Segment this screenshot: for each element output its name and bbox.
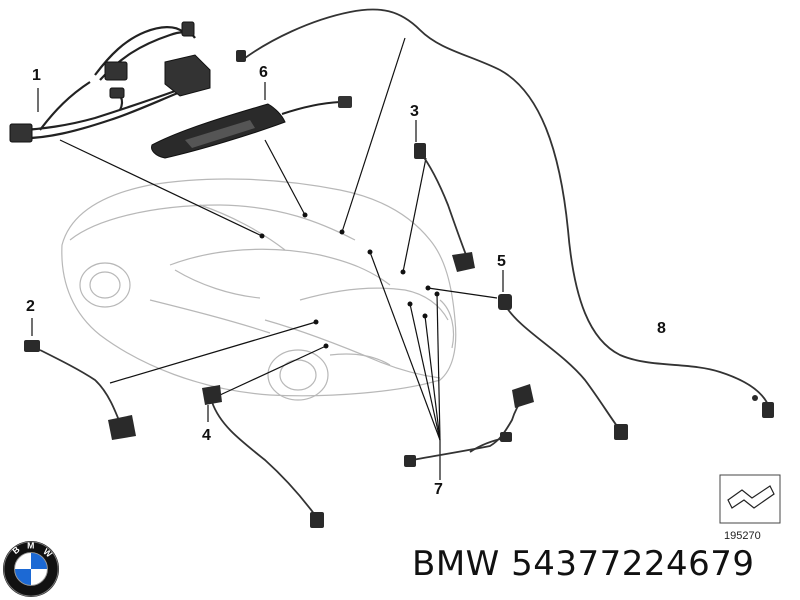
callout-4: 4: [202, 427, 211, 444]
callout-8: 8: [657, 320, 666, 337]
car-outline: [61, 178, 457, 401]
leader-dots: [259, 212, 440, 349]
caption-part-number: 54377224679: [511, 544, 755, 584]
part-8-long-cable: [239, 8, 771, 411]
part-6-tailgate-switch: [151, 96, 352, 159]
part-5-sensor-cable: [498, 294, 628, 440]
part-4-sensor-cable: [202, 385, 324, 528]
callout-1: 1: [32, 67, 41, 84]
leader-lines: [31, 37, 504, 480]
callout-6: 6: [259, 64, 268, 81]
reference-number: 195270: [724, 530, 761, 542]
callout-2: 2: [26, 298, 35, 315]
part-7-harness: [404, 384, 534, 467]
bmw-logo: B M W: [2, 541, 60, 598]
svg-text:B: B: [10, 544, 21, 556]
callout-5: 5: [497, 253, 506, 270]
caption-brand: BMW: [412, 544, 500, 584]
callout-7: 7: [434, 481, 443, 498]
part-2-sensor-cable: [24, 340, 136, 440]
part-8-connectors: [236, 50, 774, 418]
reference-box: 195270: [719, 474, 781, 542]
callout-3: 3: [410, 103, 419, 120]
part-3-sensor-cable: [414, 143, 475, 272]
part-1-module: [9, 21, 211, 143]
svg-text:M: M: [27, 541, 34, 551]
part-caption: BMW 54377224679: [412, 544, 755, 584]
